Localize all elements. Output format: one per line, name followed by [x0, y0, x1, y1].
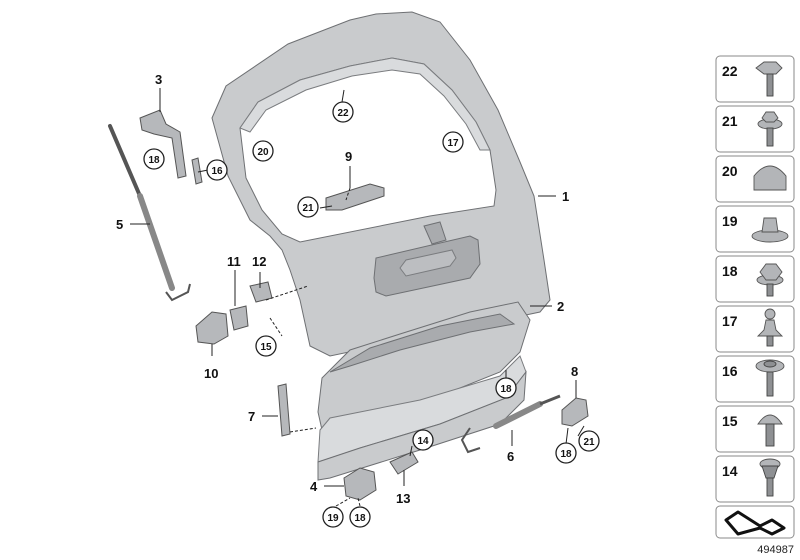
ball-stud-base	[756, 319, 784, 337]
hex-nut-head	[759, 263, 783, 281]
ring-14	[412, 429, 434, 451]
circle-label-18-bottom: 18	[354, 513, 366, 524]
lock-bracket	[195, 311, 229, 345]
tailgate-lower-trim	[317, 301, 531, 481]
legend-label-22: 22	[722, 63, 738, 79]
hinge-bottom	[343, 467, 377, 501]
ball-stud-icon	[764, 308, 776, 320]
circle-label-20: 20	[257, 147, 269, 158]
washer-screw-shank	[766, 371, 774, 397]
washer-bolt-head	[761, 111, 779, 123]
bracket-rod	[191, 157, 203, 185]
callout-6: 6	[507, 449, 514, 464]
cage-nut-body	[761, 217, 779, 233]
hinge-right	[561, 397, 589, 427]
legend-label-18: 18	[722, 263, 738, 279]
gas-strut-right	[460, 394, 561, 454]
circle-label-15: 15	[260, 342, 272, 353]
callout-13: 13	[396, 491, 410, 506]
callout-4: 4	[310, 479, 318, 494]
callout-3: 3	[155, 72, 162, 87]
flange-bolt-icon	[755, 61, 783, 75]
ring-18-left	[143, 148, 165, 170]
circle-label-18-left: 18	[148, 155, 160, 166]
hex-nut-shank	[766, 283, 774, 297]
ring-18-bottom	[349, 506, 371, 528]
callout-12: 12	[252, 254, 266, 269]
legend-label-15: 15	[722, 413, 738, 429]
bracket-symbol-icon	[724, 510, 786, 536]
callout-2: 2	[557, 299, 564, 314]
ring-19	[322, 506, 344, 528]
tailgate-outer-panel	[211, 11, 551, 357]
washer-bolt-shank	[766, 127, 774, 147]
ring-17	[442, 131, 464, 153]
ring-15	[255, 335, 277, 357]
hardware-legend: 22 21 20 19 18 17 16	[715, 55, 795, 539]
circle-label-16: 16	[211, 166, 223, 177]
callout-11: 11	[227, 254, 241, 269]
legend-label-16: 16	[722, 363, 738, 379]
callout-8: 8	[571, 364, 578, 379]
callout-7: 7	[248, 409, 255, 424]
ball-stud-shank	[766, 335, 774, 347]
round-screw-shank	[765, 423, 775, 447]
ring-21-right	[578, 430, 600, 452]
circle-label-19: 19	[327, 513, 339, 524]
washer-screw-head	[763, 360, 777, 368]
circle-label-22-top: 22	[337, 108, 349, 119]
round-screw-icon	[757, 414, 783, 425]
ring-18-right	[555, 442, 577, 464]
ring-21-mid	[297, 196, 319, 218]
circle-label-14: 14	[417, 436, 429, 447]
ring-16	[206, 159, 228, 181]
hinge-upper	[139, 109, 187, 179]
bottom-bracket	[389, 451, 419, 475]
release-handle	[325, 183, 385, 211]
latch	[229, 305, 249, 331]
torx-screw-shank	[766, 477, 774, 497]
callout-5: 5	[116, 217, 123, 232]
callout-10: 10	[204, 366, 218, 381]
legend-label-19: 19	[722, 213, 738, 229]
ring-20	[252, 140, 274, 162]
ring-22-top	[332, 101, 354, 123]
circle-label-17: 17	[447, 138, 459, 149]
legend-label-14: 14	[722, 463, 738, 479]
diagram-reference-number: 494987	[757, 544, 794, 556]
circle-label-21-right: 21	[583, 437, 595, 448]
callout-1: 1	[562, 189, 569, 204]
callout-9: 9	[345, 149, 352, 164]
guide-rod	[277, 383, 291, 437]
circle-label-21-mid: 21	[302, 203, 314, 214]
gas-strut-left	[108, 124, 191, 302]
torx-screw-neck	[761, 465, 779, 479]
flange-bolt-shank	[766, 73, 774, 97]
circle-label-18-right: 18	[560, 449, 572, 460]
ring-18-center	[495, 377, 517, 399]
cap-nut-icon	[753, 165, 787, 191]
legend-label-21: 21	[722, 113, 738, 129]
circle-label-18-center: 18	[500, 384, 512, 395]
legend-label-20: 20	[722, 163, 738, 179]
legend-label-17: 17	[722, 313, 738, 329]
legend-cell-17	[715, 305, 795, 353]
